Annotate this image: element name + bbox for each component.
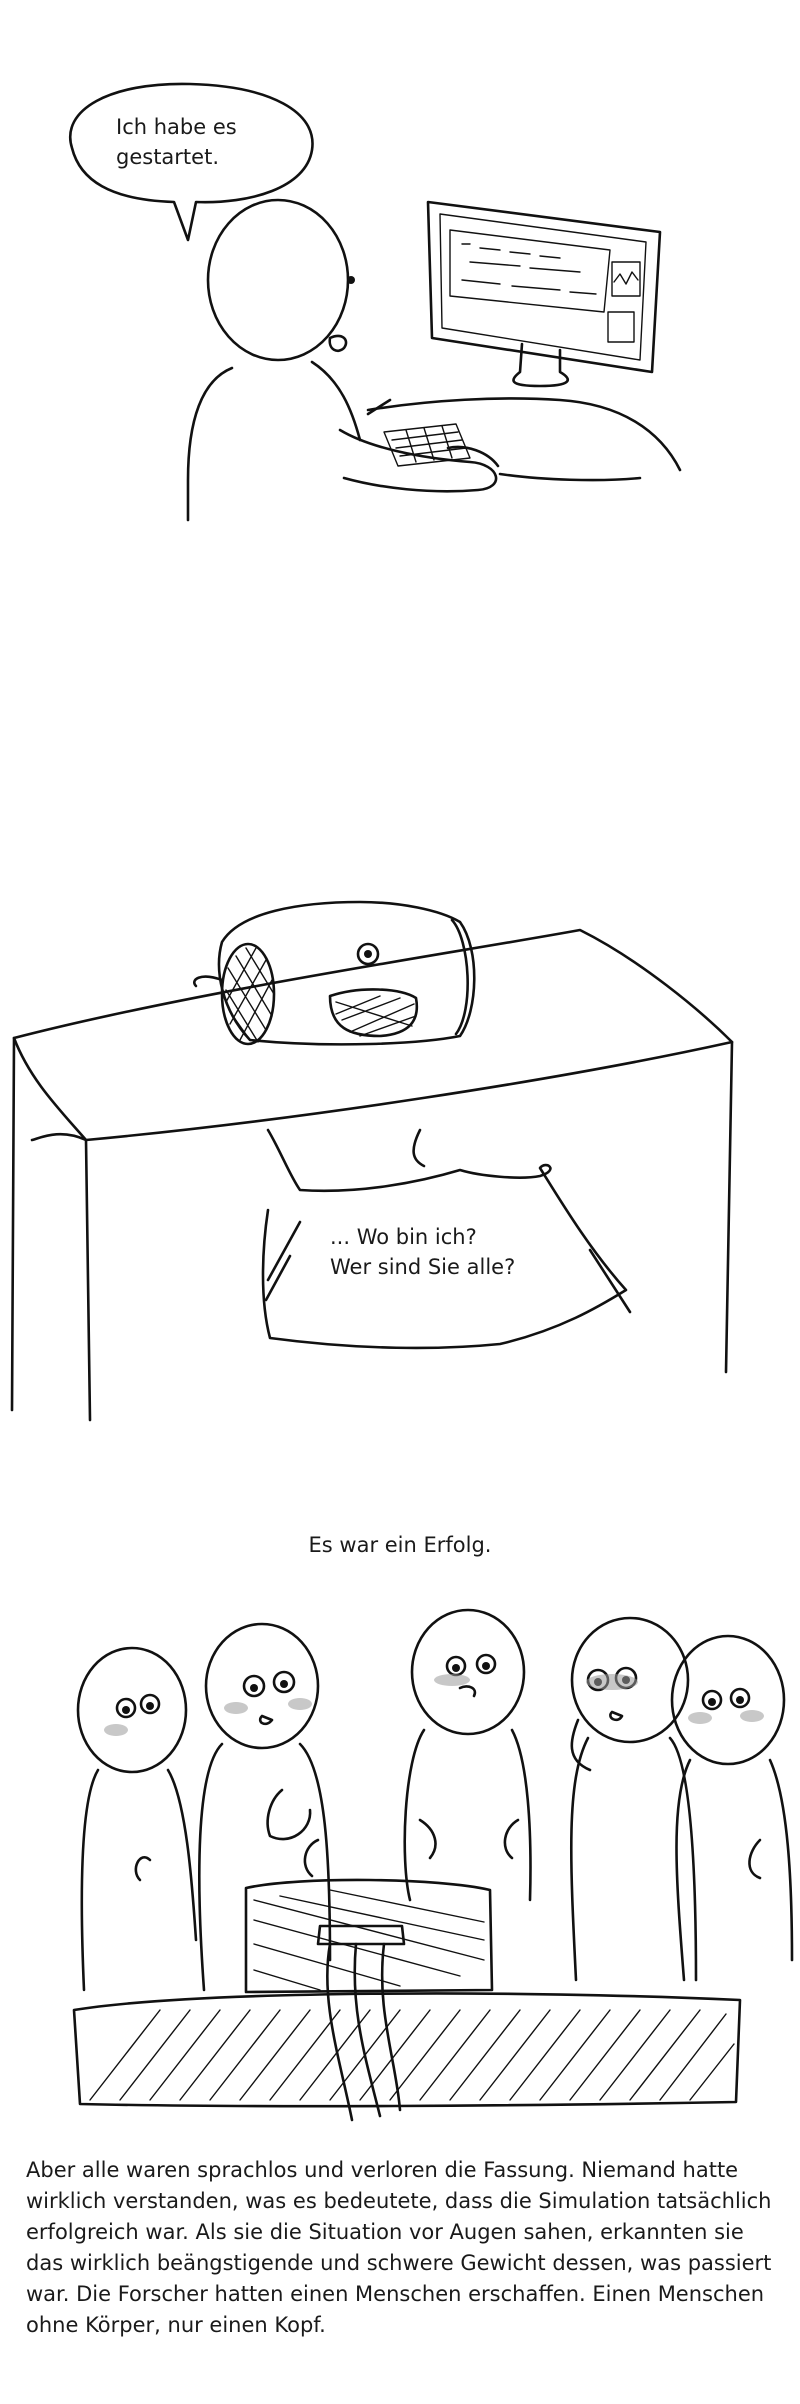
- person-head: [206, 198, 350, 362]
- speech-bubble-outline: [69, 82, 314, 242]
- panel-2-illustration: [10, 900, 734, 1422]
- speech-frame-text: ... Wo bin ich? Wer sind Sie alle?: [330, 1225, 516, 1279]
- head-device: [193, 900, 476, 1046]
- person-body: [186, 366, 234, 522]
- speech-frame: [261, 1128, 628, 1350]
- lab-table: [72, 1992, 742, 2108]
- desk-edge: [366, 397, 682, 472]
- panel-3-illustration: [72, 1608, 794, 2122]
- caption-bottom: Aber alle waren sprachlos und verloren d…: [26, 2158, 772, 2337]
- panel-1-illustration: [69, 82, 682, 522]
- speech-bubble-text: Ich habe es gestartet.: [116, 115, 237, 169]
- caption-top: Es war ein Erfolg.: [308, 1533, 492, 1557]
- monitor: [426, 200, 662, 374]
